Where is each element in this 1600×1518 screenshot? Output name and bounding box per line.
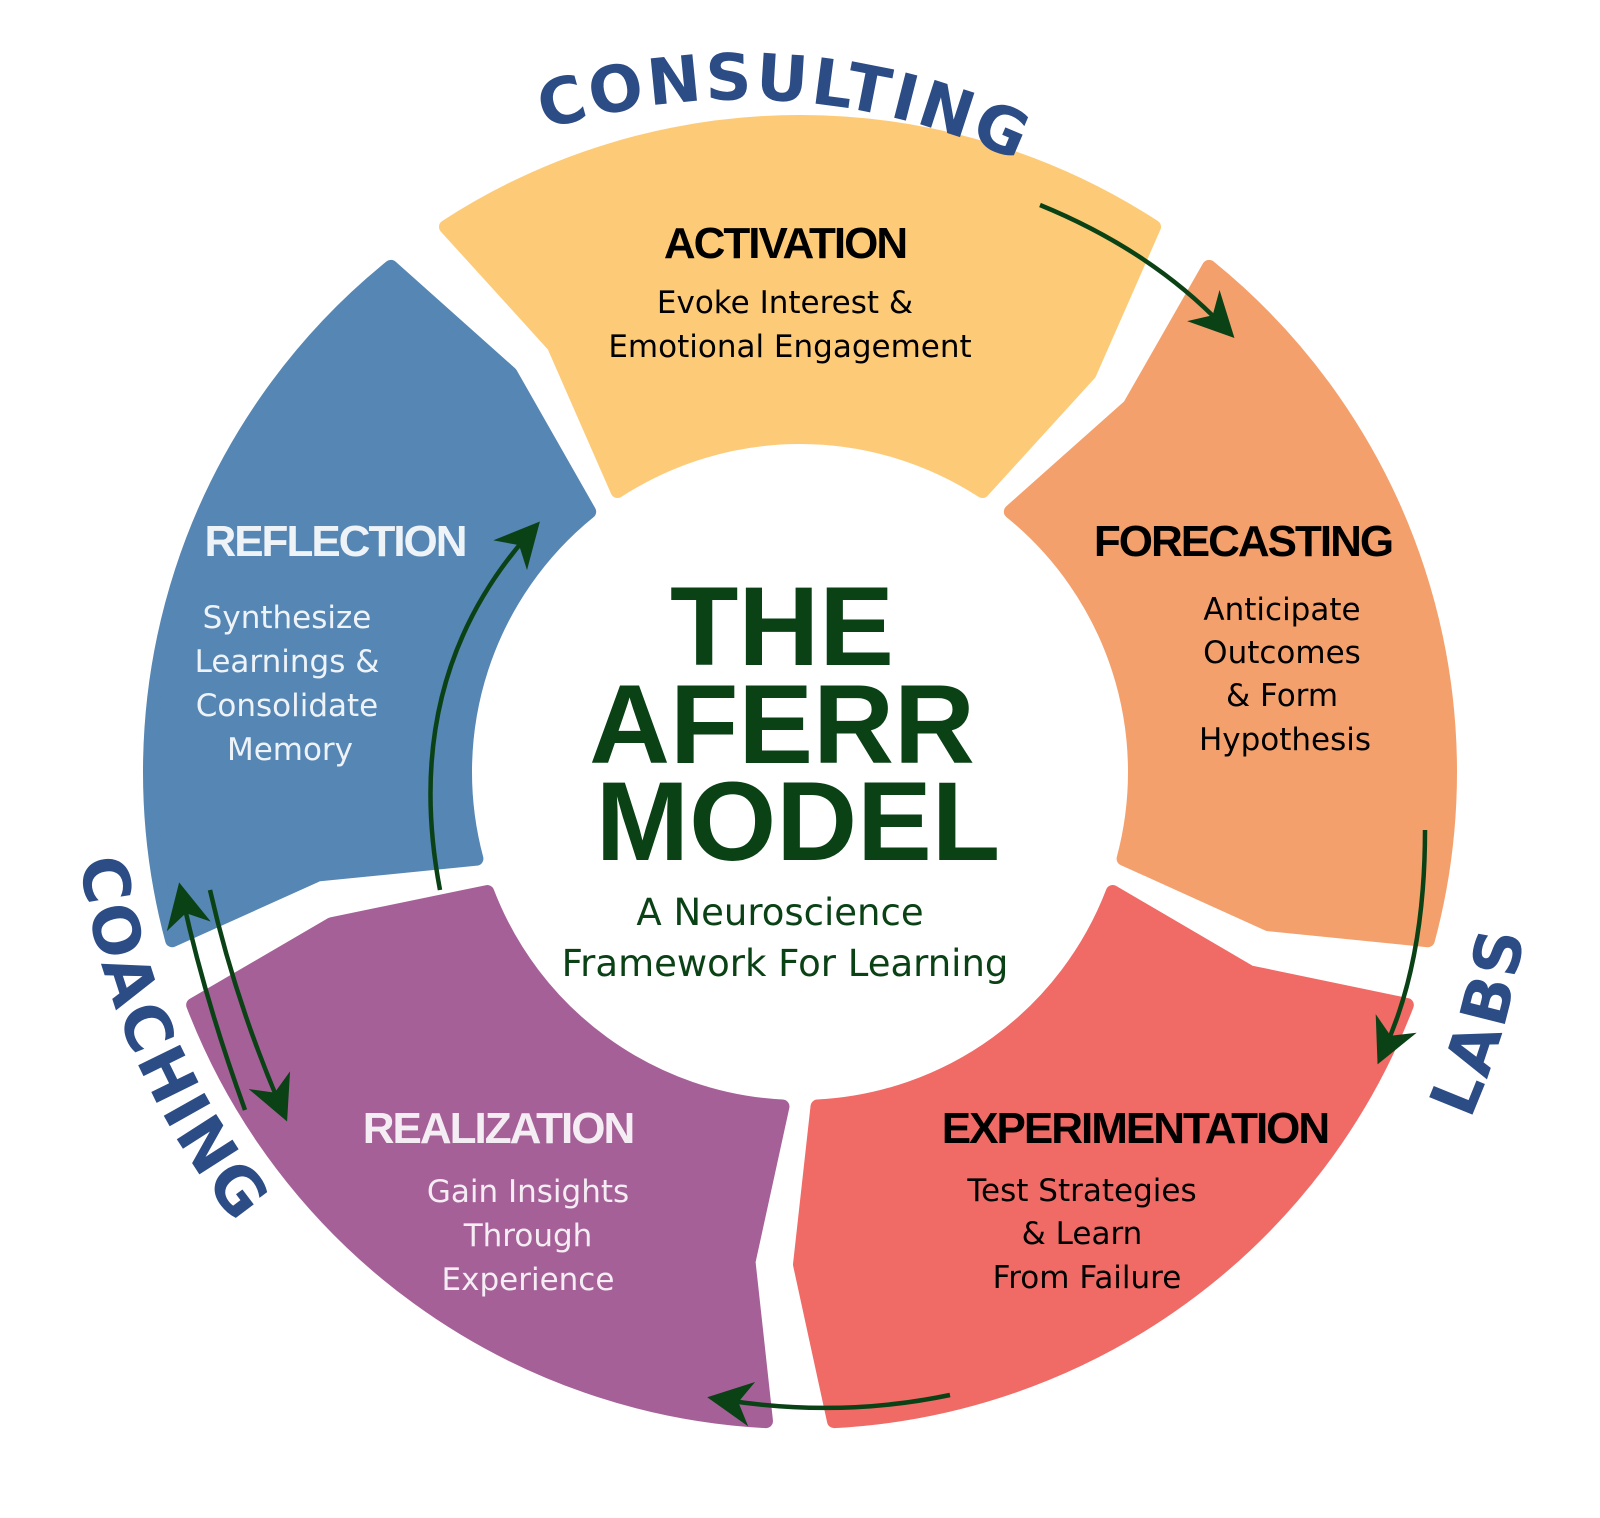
stage-experimentation: EXPERIMENTATION Test Strategies & Learn … — [942, 1104, 1330, 1296]
segment-realization — [186, 885, 790, 1429]
stage-desc-line: Hypothesis — [1199, 722, 1371, 758]
stage-title: REFLECTION — [204, 517, 465, 566]
title-line: AFERR — [589, 662, 975, 787]
stage-desc-line: & Form — [1226, 678, 1338, 714]
arrow-reflection-to-activation-icon — [428, 521, 540, 891]
labs-label: LABS — [1417, 921, 1541, 1126]
stage-desc-line: Test Strategies — [966, 1173, 1196, 1209]
stage-activation: ACTIVATION Evoke Interest & Emotional En… — [608, 219, 971, 365]
stage-title: EXPERIMENTATION — [942, 1104, 1328, 1153]
segment-activation — [438, 114, 1162, 499]
stage-desc-line: Memory — [227, 732, 353, 768]
stage-title: FORECASTING — [1094, 517, 1392, 566]
stage-reflection: REFLECTION Synthesize Learnings & Consol… — [195, 517, 468, 768]
subtitle-line: A Neuroscience — [636, 891, 923, 934]
stage-forecasting: FORECASTING Anticipate Outcomes & Form H… — [1094, 517, 1394, 758]
title-line: MODEL — [596, 759, 1000, 884]
stage-desc-line: Gain Insights — [427, 1174, 629, 1210]
stage-realization: REALIZATION Gain Insights Through Experi… — [363, 1104, 636, 1298]
stage-segments — [143, 114, 1457, 1429]
stage-desc-line: Synthesize — [203, 600, 372, 636]
arrow-activation-to-forecasting-icon — [1039, 202, 1235, 338]
segment-experimentation — [793, 885, 1414, 1429]
stage-title: ACTIVATION — [664, 219, 906, 268]
arrow-experimentation-to-realization-icon — [707, 1381, 951, 1427]
stage-desc-line: Experience — [442, 1262, 615, 1298]
stage-desc-line: Consolidate — [196, 688, 379, 724]
arrow-forecasting-to-experimentation-icon — [1375, 829, 1428, 1065]
stage-desc-line: Emotional Engagement — [608, 329, 971, 365]
stage-desc-line: Learnings & — [195, 644, 380, 680]
segment-reflection — [143, 259, 597, 948]
stage-desc-line: From Failure — [993, 1260, 1182, 1296]
arrow-coaching-down-icon — [207, 889, 291, 1122]
title-line: THE — [670, 564, 894, 689]
center-title: THE AFERR MODEL A Neuroscience Framework… — [562, 564, 1009, 985]
stage-desc-line: Through — [463, 1218, 593, 1254]
stage-desc-line: Anticipate — [1203, 592, 1360, 628]
stage-desc-line: Evoke Interest & — [657, 285, 913, 321]
stage-desc-line: Outcomes — [1203, 635, 1361, 671]
arrow-coaching-up-icon — [166, 882, 248, 1111]
stage-desc-line: & Learn — [1022, 1216, 1143, 1252]
segment-forecasting — [1003, 259, 1457, 948]
stage-title: REALIZATION — [363, 1104, 634, 1153]
subtitle-line: Framework For Learning — [562, 942, 1009, 985]
